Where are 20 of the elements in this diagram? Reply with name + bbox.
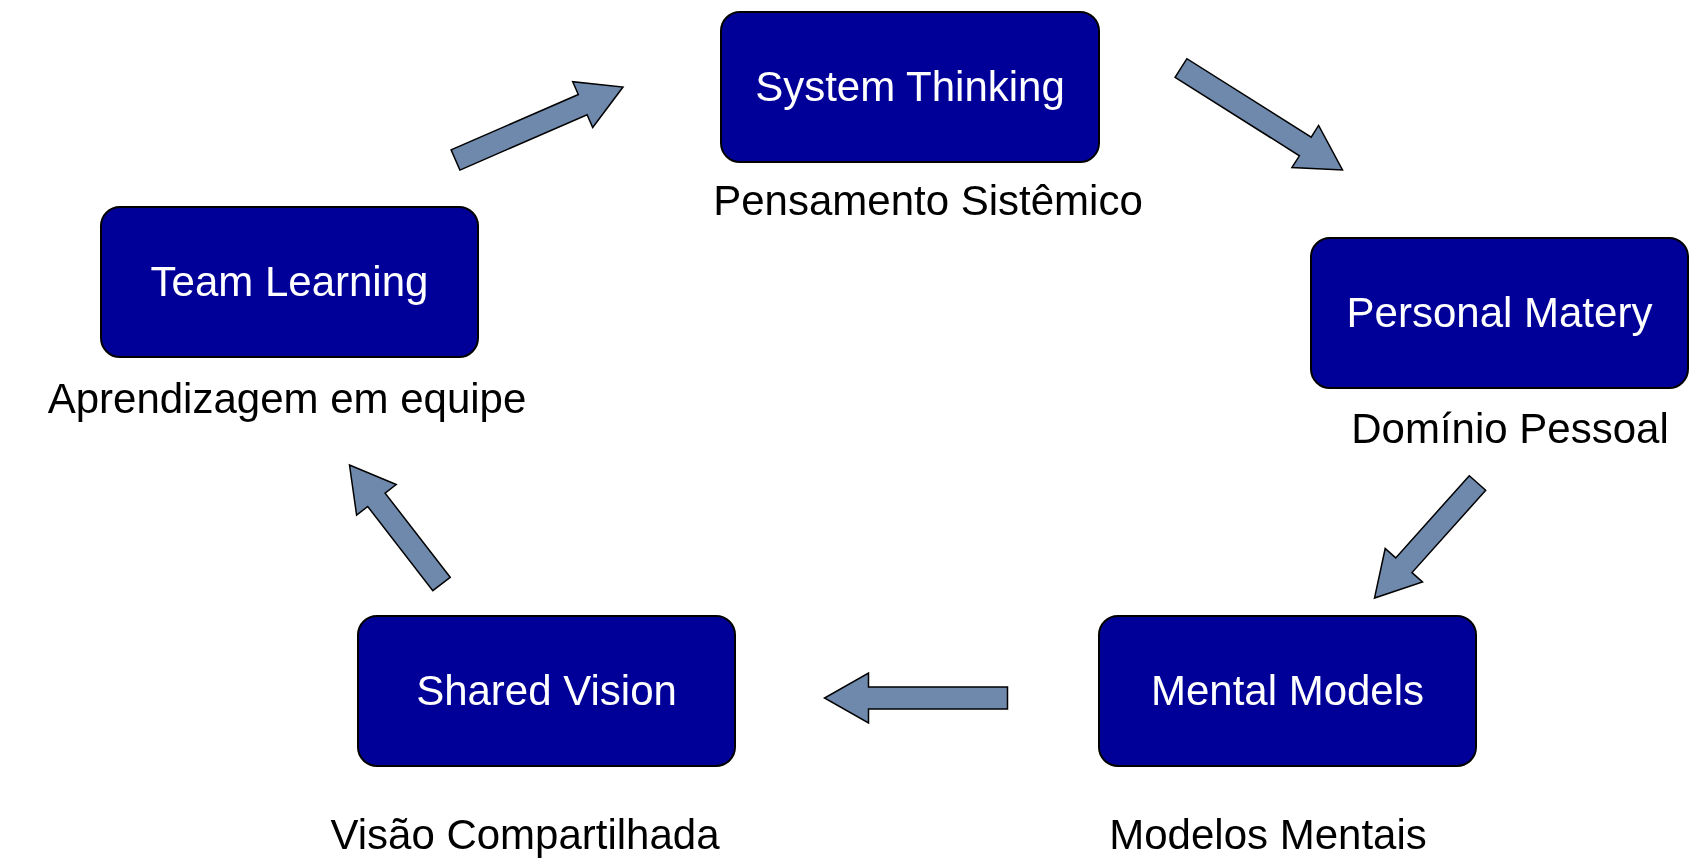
box-title: Team Learning	[150, 258, 429, 306]
box-title: Mental Models	[1150, 667, 1425, 715]
block-arrow	[1174, 57, 1344, 171]
caption-text: Aprendizagem em equipe	[47, 376, 527, 423]
caption-text: Domínio Pessoal	[1351, 406, 1669, 453]
rounded-box	[720, 11, 1100, 163]
rounded-box	[357, 615, 736, 767]
caption-text: Pensamento Sistêmico	[713, 178, 1143, 225]
box-title: Shared Vision	[416, 667, 677, 715]
caption-text: Modelos Mentais	[1109, 812, 1427, 859]
block-arrow	[348, 463, 452, 592]
block-arrow	[450, 80, 625, 172]
box-title: Personal Matery	[1346, 289, 1653, 337]
box-title: System Thinking	[755, 63, 1065, 111]
caption-text: Visão Compartilhada	[330, 812, 720, 859]
rounded-box	[100, 206, 479, 358]
rounded-box	[1310, 237, 1689, 389]
block-arrow	[1373, 474, 1487, 600]
block-arrow	[823, 671, 1009, 725]
rounded-box	[1098, 615, 1477, 767]
